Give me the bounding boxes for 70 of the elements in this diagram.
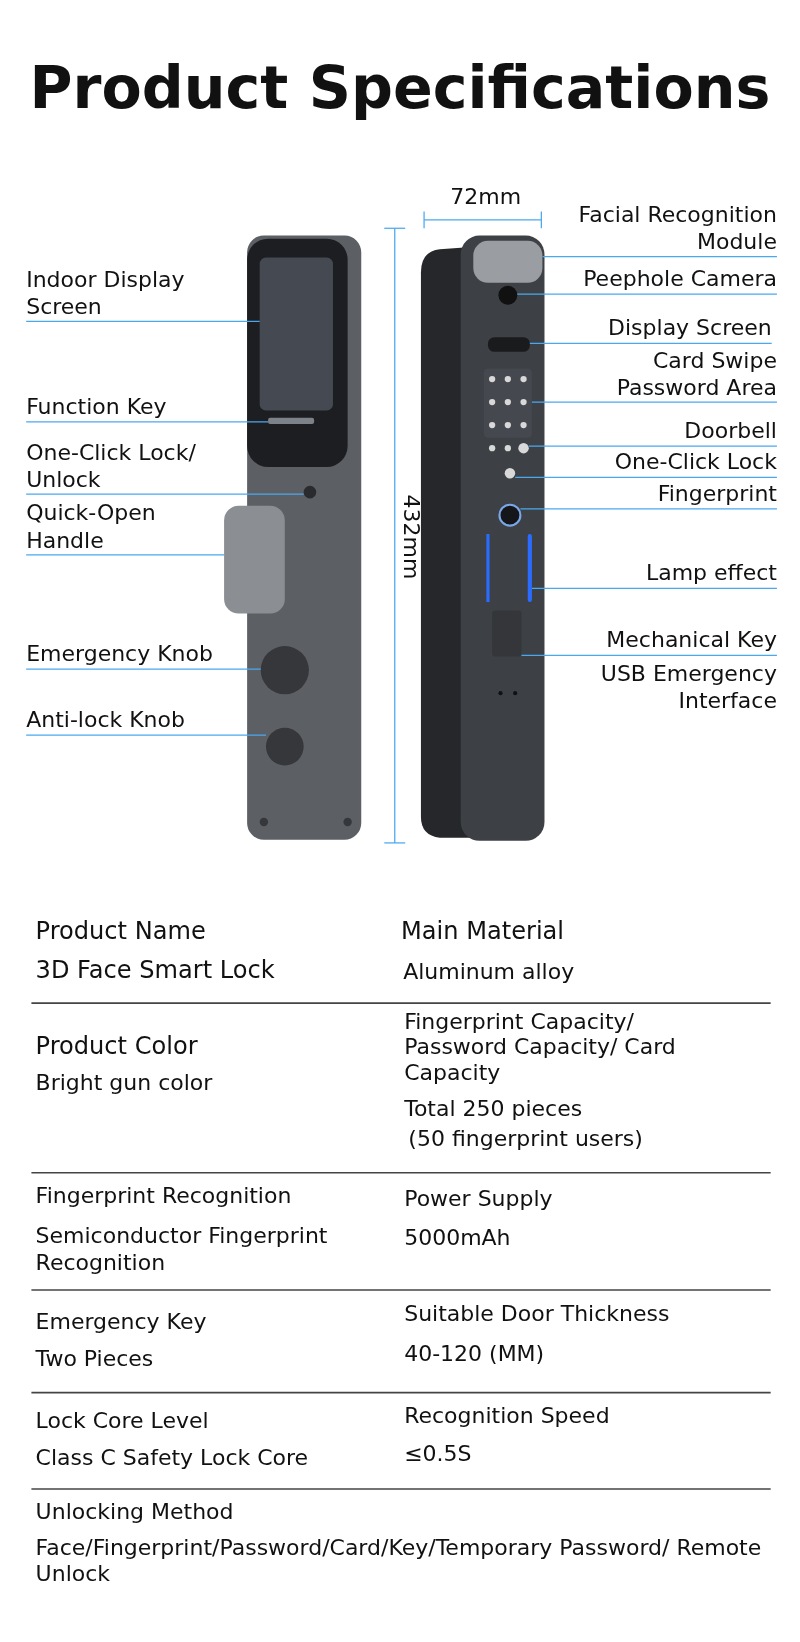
part-label: Quick-Open Handle	[26, 500, 205, 555]
spec-value: Face/Fingerprint/Password/Card/Key/Temporary Password/ Remote Unlock	[35, 1535, 763, 1588]
leader-line	[528, 445, 778, 447]
leader-line	[516, 293, 778, 295]
spec-value: ≤0.5S	[404, 1440, 472, 1468]
leader-line	[541, 255, 778, 258]
part-label: One-Click Lock	[614, 449, 777, 476]
spec-value: 3D Face Smart Lock	[35, 955, 275, 985]
fingerprint-sensor	[498, 503, 522, 527]
dimension-label: 72mm	[450, 184, 522, 212]
lamp-strip	[527, 534, 532, 603]
part-label: Display Screen	[608, 315, 772, 342]
leader-line	[25, 554, 225, 556]
part-label: Indoor Display Screen	[26, 267, 210, 321]
peephole-camera	[498, 285, 518, 305]
doorbell-button	[518, 442, 529, 454]
part-label: Mechanical Key	[606, 627, 777, 655]
spec-name: Power Supply	[404, 1186, 553, 1214]
leader-line	[520, 654, 778, 657]
spec-value: 5000mAh	[404, 1225, 511, 1252]
camera-module	[473, 240, 543, 283]
leader-line	[519, 508, 778, 510]
leader-line	[529, 342, 773, 345]
leader-line	[25, 493, 305, 495]
part-label: Emergency Knob	[26, 640, 213, 668]
spec-value: Aluminum alloy	[403, 959, 575, 986]
dimension-label: 432mm	[398, 494, 425, 580]
part-label: USB Emergency Interface	[599, 660, 777, 715]
part-label: Lamp effect	[645, 560, 777, 587]
spec-name: Fingerprint Recognition	[35, 1183, 292, 1211]
spec-name: Product Color	[35, 1031, 198, 1061]
leader-line	[25, 320, 261, 323]
spec-value: Bright gun color	[35, 1070, 213, 1097]
part-label: Card Swipe Password Area	[593, 347, 777, 402]
leader-line	[514, 476, 778, 479]
spec-name: Main Material	[401, 916, 565, 946]
spec-name: Fingerprint Capacity/ Password Capacity/ Card Capacity	[404, 1009, 677, 1086]
part-label: Peephole Camera	[583, 265, 777, 293]
spec-name: Emergency Key	[35, 1308, 207, 1336]
spec-name: Recognition Speed	[404, 1403, 610, 1430]
part-label: Doorbell	[684, 417, 777, 445]
spec-name: Product Name	[35, 916, 206, 946]
door-handle	[224, 505, 285, 614]
lock-button	[303, 485, 317, 499]
title: Product Specifications	[28, 52, 772, 124]
part-label: Fingerprint	[657, 480, 777, 508]
leader-line	[25, 734, 267, 736]
lock-button	[504, 468, 516, 479]
spec-value: Class C Safety Lock Core	[35, 1445, 309, 1472]
function-key	[268, 417, 315, 425]
leader-line	[531, 587, 778, 590]
spec-name: Lock Core Level	[35, 1408, 209, 1436]
anti-lock-knob	[265, 727, 304, 766]
part-label: Anti-lock Knob	[26, 706, 185, 734]
display-screen	[487, 337, 530, 352]
spec-value: Two Pieces	[35, 1346, 154, 1374]
part-label: One-Click Lock/ Unlock	[26, 439, 226, 494]
part-label: Function Key	[26, 393, 167, 421]
spec-value: (50 fingerprint users)	[408, 1125, 643, 1153]
key-cover	[492, 610, 522, 657]
spec-value: Semiconductor Fingerprint Recognition	[35, 1223, 329, 1277]
spec-value: Total 250 pieces	[404, 1096, 583, 1124]
part-label: Facial Recognition Module	[551, 202, 777, 256]
leader-line	[25, 668, 262, 670]
spec-value: 40-120 (MM)	[404, 1341, 545, 1369]
spec-name: Unlocking Method	[35, 1499, 234, 1527]
display-screen	[259, 257, 333, 411]
emergency-knob	[260, 646, 309, 695]
spec-name: Suitable Door Thickness	[404, 1301, 670, 1329]
leader-line	[531, 401, 778, 403]
